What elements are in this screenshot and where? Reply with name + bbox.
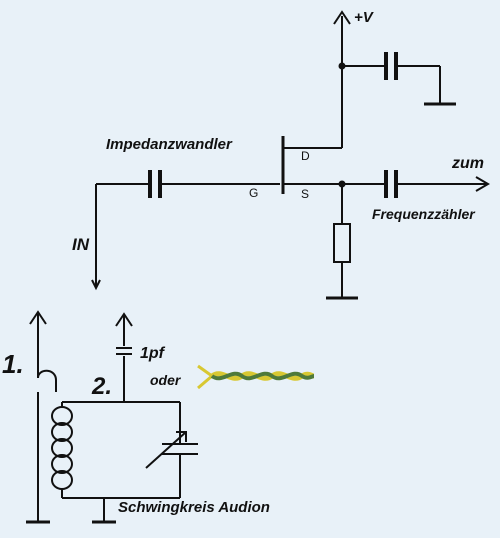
step1-label: 1.: [2, 349, 24, 379]
schwingkreis-label: Schwingkreis Audion: [118, 499, 270, 516]
source-label: S: [301, 187, 309, 201]
coupling-arrow-icon: [26, 310, 57, 524]
output-capacitor-icon: [342, 170, 486, 198]
coil-inductor-icon: [51, 402, 73, 498]
impedance-converter-circuit: +V D G S Impedanzwandler: [72, 9, 490, 300]
gate-label: G: [249, 186, 258, 200]
variable-capacitor-icon: [145, 431, 198, 469]
impedanzwandler-label: Impedanzwandler: [106, 136, 233, 153]
fet-transistor-icon: [281, 136, 342, 194]
input-capacitor-icon: [96, 170, 280, 198]
decoupling-capacitor-icon: [342, 52, 441, 104]
schwingkreis-circuit: 1. 2. 1pf oder: [2, 310, 315, 524]
vplus-label: +V: [354, 9, 375, 26]
output-arrow-icon: [475, 176, 490, 192]
zum-label: zum: [451, 155, 484, 172]
oder-label: oder: [150, 372, 182, 388]
coupling-capacitor-icon: [115, 312, 133, 402]
in-label: IN: [72, 235, 90, 254]
supply-arrow-icon: [333, 10, 351, 66]
step2-label: 2.: [91, 373, 112, 400]
drain-label: D: [301, 149, 310, 163]
capacitor-value-label: 1pf: [140, 345, 166, 362]
input-arrow-icon: [91, 184, 101, 291]
twisted-wire-icon: [197, 364, 315, 390]
resistor-icon: [333, 184, 351, 298]
frequenzzaehler-label: Frequenzzähler: [372, 206, 476, 222]
